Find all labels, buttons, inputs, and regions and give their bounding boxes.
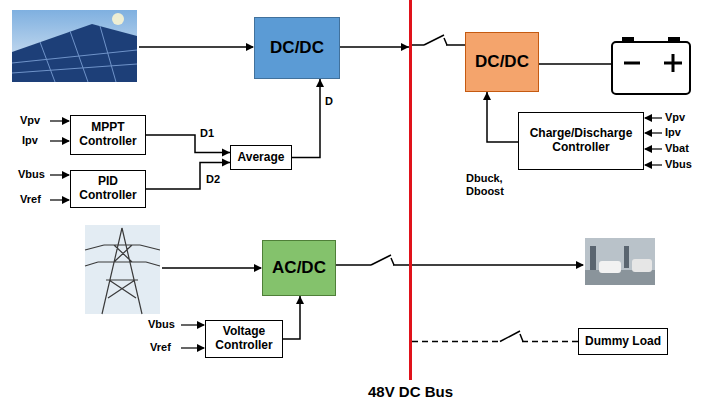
transmission-tower-picture <box>85 225 160 314</box>
signal-name: Ipv <box>22 134 38 147</box>
signal-name: Vref <box>150 341 171 354</box>
connector <box>283 296 304 339</box>
switch-gap <box>424 41 446 49</box>
duty-signal-label: D1 <box>200 127 214 140</box>
converter-box: DC/DC <box>465 32 539 92</box>
signal-name: Vpv <box>20 114 40 127</box>
arrow-head <box>316 79 324 87</box>
arrow-head <box>296 296 304 304</box>
switch-blade <box>371 255 394 265</box>
load-arrow <box>412 264 583 266</box>
tower-sky <box>85 225 160 314</box>
power-arrow <box>139 46 253 48</box>
charger-post <box>590 246 596 270</box>
node-label: Average <box>235 151 287 165</box>
controller-box: MPPT Controller <box>70 115 146 155</box>
signal-name: Vbat <box>665 142 689 155</box>
ev-charging-picture <box>585 238 655 285</box>
solar-grid <box>12 26 137 82</box>
connector-line <box>146 135 230 153</box>
signal-name: Vbus <box>18 168 45 181</box>
controller-box: PID Controller <box>70 170 146 208</box>
switch-symbol <box>371 255 394 269</box>
connector-line <box>340 46 409 48</box>
node-label: Charge/Discharge Controller <box>523 127 639 155</box>
converter-box: AC/DC <box>262 240 336 296</box>
signal-name: Vbus <box>148 318 175 331</box>
arrow-head <box>222 149 230 157</box>
switch-blade <box>500 331 523 342</box>
arrow-head <box>401 43 409 51</box>
connector <box>292 79 324 158</box>
connector-line <box>412 341 578 343</box>
arrow-head <box>222 159 230 167</box>
signal-arrow <box>50 120 69 121</box>
connector <box>340 43 409 51</box>
node-label: MPPT Controller <box>75 121 141 149</box>
switch-gap <box>371 261 393 269</box>
duty-signal-label: D <box>325 95 333 108</box>
controller-box: Charge/Discharge Controller <box>518 112 644 170</box>
connector-line <box>292 79 320 158</box>
signal-arrow <box>181 324 204 325</box>
signal-arrow <box>50 174 69 175</box>
car-shape <box>599 261 621 273</box>
solar-cells <box>12 24 137 82</box>
battery-polarity <box>624 54 682 72</box>
signal-arrow <box>645 117 662 118</box>
ev-background <box>585 238 655 285</box>
switch-blade <box>424 35 447 45</box>
duty-signal-label: Dbuck, Dboost <box>466 172 516 197</box>
switch-symbol <box>500 331 523 346</box>
tower-lattice <box>85 228 160 314</box>
battery-wire <box>539 63 612 65</box>
signal-name: Ipv <box>665 126 681 139</box>
converter-box: DC/DC <box>254 17 340 79</box>
charger-post <box>624 246 629 268</box>
power-arrow <box>162 267 261 269</box>
switch-gap <box>500 337 522 346</box>
process-box: Average <box>230 145 292 170</box>
signal-arrow <box>645 164 662 165</box>
connector-line <box>146 163 230 190</box>
node-label: Dummy Load <box>583 335 663 349</box>
node-label: Voltage Controller <box>210 325 278 353</box>
node-label: DC/DC <box>259 38 335 58</box>
connector-line <box>487 92 518 142</box>
signal-arrow <box>50 199 69 200</box>
node-label: 48V DC Bus <box>368 383 453 400</box>
connector <box>483 92 518 142</box>
signal-name: Vbus <box>665 158 692 171</box>
connector <box>412 341 578 342</box>
ev-ground <box>585 270 655 285</box>
dc-bus-line: 48V DC Bus <box>409 0 412 380</box>
duty-signal-label: D2 <box>206 173 220 186</box>
connector <box>146 135 230 157</box>
signal-arrow <box>645 148 662 149</box>
signal-name: Vref <box>20 193 41 206</box>
car-shape <box>632 259 652 272</box>
signal-name: Vpv <box>665 111 685 124</box>
node-label: DC/DC <box>470 52 534 72</box>
signal-arrow <box>645 132 662 133</box>
switch-symbol <box>424 35 447 49</box>
battery-body <box>612 42 690 94</box>
node-label: AC/DC <box>267 258 331 278</box>
arrow-head <box>483 92 491 100</box>
signal-arrow <box>181 347 204 348</box>
connector <box>146 159 230 190</box>
node-label: PID Controller <box>75 175 141 203</box>
battery-symbol <box>612 37 690 94</box>
sun-glare <box>112 13 124 25</box>
controller-box: Voltage Controller <box>205 320 283 358</box>
solar-sky <box>12 10 137 82</box>
solar-panel-picture <box>12 10 137 82</box>
signal-arrow <box>50 140 69 141</box>
load-box: Dummy Load <box>578 328 668 355</box>
